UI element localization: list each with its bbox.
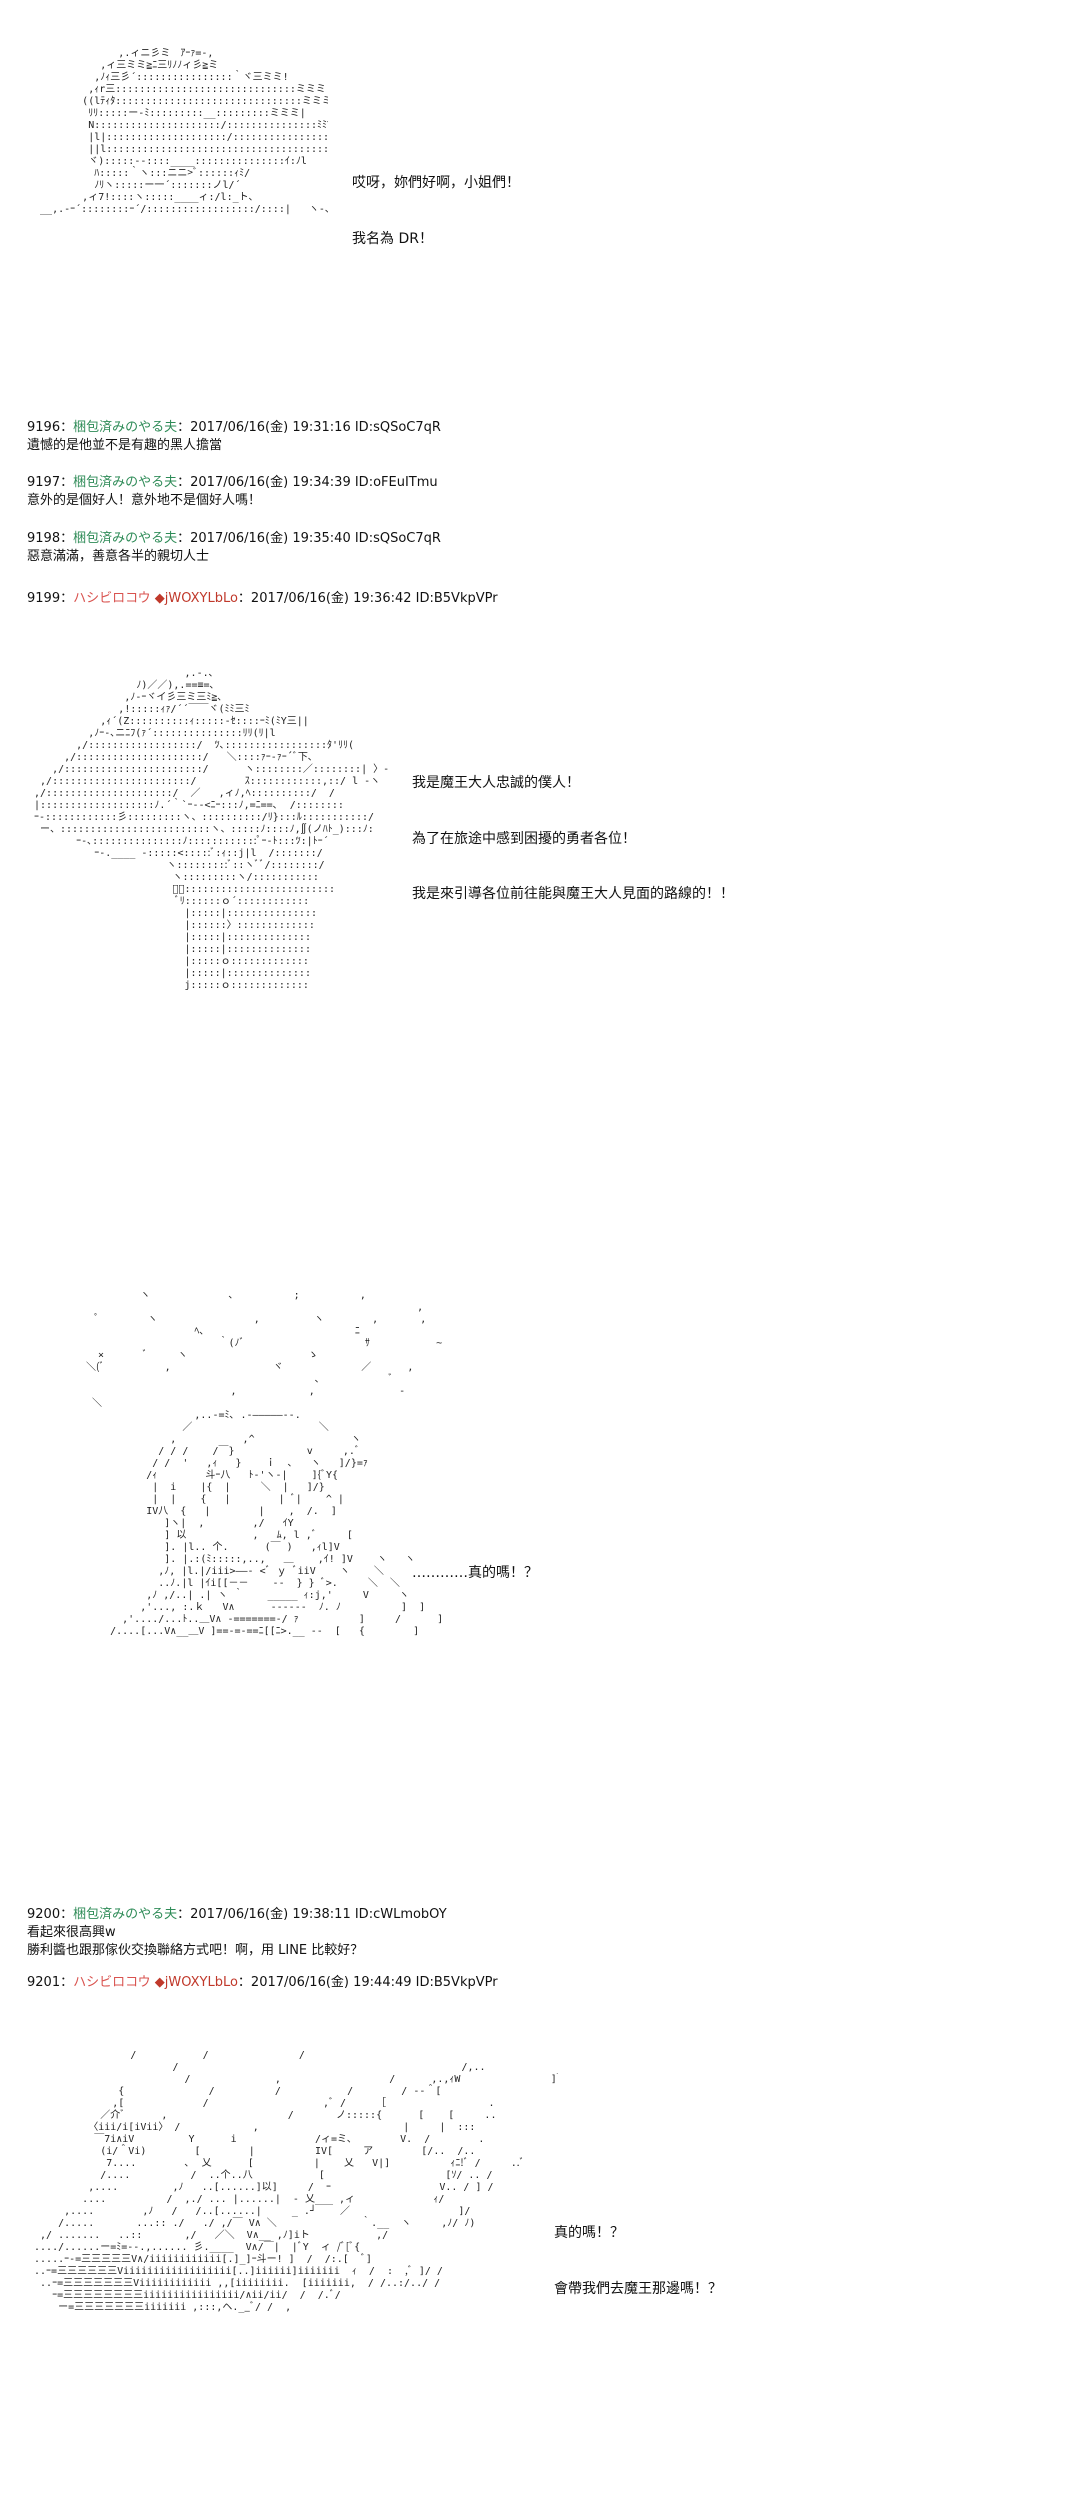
speech-line: 真的嗎！？ [554, 2225, 624, 2241]
post-meta: ：2017/06/16(金) 19:36:42 ID:B5VkpVPr [237, 591, 498, 606]
post-author[interactable]: ハシビロコウ [73, 591, 151, 606]
post-body: 意外的是個好人！意外地不是個好人嗎！ [27, 493, 262, 508]
speech-line: …………真的嗎！？ [412, 1565, 538, 1581]
post-9199: 9199：ハシビロコウ ◆jWOXYLbLo：2017/06/16(金) 19:… [27, 591, 498, 606]
post-meta: ：2017/06/16(金) 19:35:40 ID:sQSoC7qR [177, 531, 441, 546]
post-author[interactable]: 梱包済みのやる夫 [73, 475, 178, 490]
post-number: 9199 [27, 591, 61, 606]
speech-line: 哎呀，妳們好啊，小姐們！ [352, 175, 520, 191]
post-meta: ：2017/06/16(金) 19:31:16 ID:sQSoC7qR [177, 420, 441, 435]
post-number: 9196 [27, 420, 61, 435]
post-meta: ：2017/06/16(金) 19:34:39 ID:oFEuITmu [177, 475, 438, 490]
speech-line: 我名為 DR！ [352, 231, 433, 247]
speech-line: 會帶我們去魔王那邊嗎！？ [554, 2281, 722, 2297]
ascii-art-dr: ,.ィニ彡ミ￣ｱｰｧ=-, ,ィ三ミミ≧ﾆ三ﾘﾉﾉィ彡≧ミ ,ﾉｨ三彡´::::… [40, 48, 328, 215]
speech-line: 我是魔王大人忠誠的僕人！ [412, 775, 580, 791]
speech-line: 為了在旅途中感到困擾的勇者各位！ [412, 831, 636, 847]
post-author[interactable]: 梱包済みのやる夫 [73, 420, 178, 435]
speech-line: 我是來引導各位前往能與魔王大人見面的路線的！！ [412, 886, 734, 902]
post-number: 9201 [27, 1975, 61, 1990]
post-body: 看起來很高興w [27, 1925, 116, 1940]
post-author[interactable]: 梱包済みのやる夫 [73, 531, 178, 546]
post-9198: 9198：梱包済みのやる夫：2017/06/16(金) 19:35:40 ID:… [27, 531, 441, 564]
post-author[interactable]: 梱包済みのやる夫 [73, 1907, 178, 1922]
post-body: 遺憾的是他並不是有趣的黑人擔當 [27, 438, 223, 453]
post-number: 9197 [27, 475, 61, 490]
post-meta: ：2017/06/16(金) 19:38:11 ID:cWLmobOY [177, 1907, 447, 1922]
post-9201: 9201：ハシビロコウ ◆jWOXYLbLo：2017/06/16(金) 19:… [27, 1975, 498, 1990]
post-number: 9198 [27, 531, 61, 546]
ascii-art-girl-asking: / / / ＼ / /,.. ＼ / [34, 2050, 558, 2313]
post-9200: 9200：梱包済みのやる夫：2017/06/16(金) 19:38:11 ID:… [27, 1907, 447, 1958]
post-body: 惡意滿滿，善意各半的親切人士 [27, 549, 210, 564]
post-body: 勝利醬也跟那傢伙交換聯絡方式吧！啊，用 LINE 比較好？ [27, 1943, 364, 1958]
post-9197: 9197：梱包済みのやる夫：2017/06/16(金) 19:34:39 ID:… [27, 475, 438, 508]
ascii-art-servant: ,.-.､ ﾉ)／／),.==≡=､ ,ﾉ-ｰヾイ彡三ミ三ﾐ≧､ ,!:::::… [34, 668, 388, 991]
post-trip: ◆jWOXYLbLo [154, 591, 238, 606]
post-author[interactable]: ハシビロコウ [73, 1975, 151, 1990]
post-meta: ：2017/06/16(金) 19:44:49 ID:B5VkpVPr [237, 1975, 498, 1990]
post-number: 9200 [27, 1907, 61, 1922]
post-9196: 9196：梱包済みのやる夫：2017/06/16(金) 19:31:16 ID:… [27, 420, 441, 453]
post-trip: ◆jWOXYLbLo [154, 1975, 238, 1990]
ascii-art-girl-surprised: ヽ ､ ; , , ﾟ ヽ , ヽ , , ﾍ､ [86, 1290, 444, 1637]
